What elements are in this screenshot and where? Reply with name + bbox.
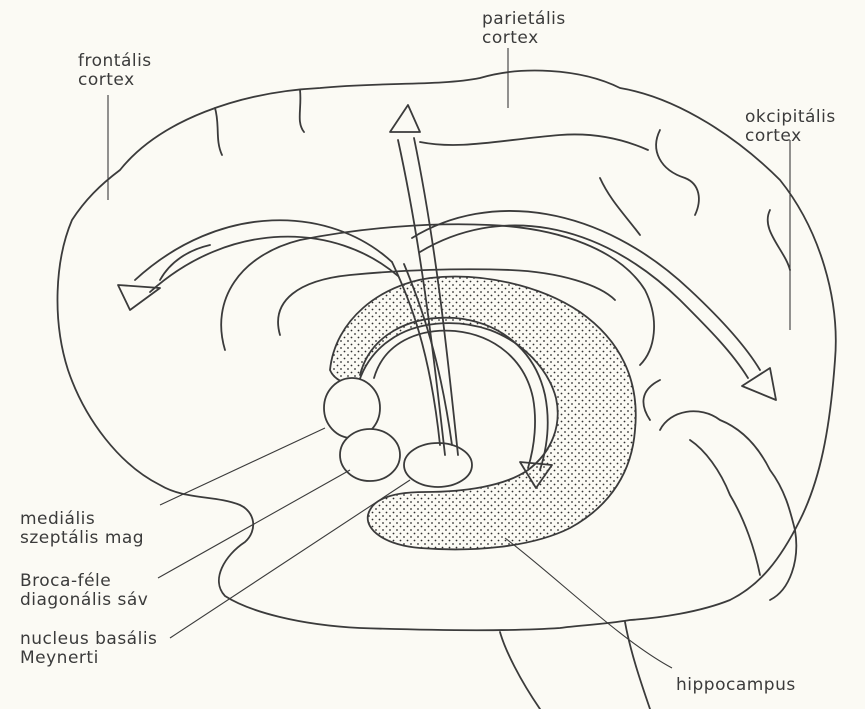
occipital-projection-arrow <box>411 210 761 371</box>
label-broca-line1: Broca-féle <box>20 571 112 591</box>
broca-diagonal-band <box>339 428 401 482</box>
label-occipital-cortex: okcipitális cortex <box>745 108 836 146</box>
leader-broca <box>157 469 351 579</box>
label-parietal-line2: cortex <box>482 28 539 48</box>
label-broca-line2: diagonális sáv <box>20 590 149 610</box>
sulcus-line <box>159 244 211 281</box>
brainstem-outline-right <box>624 621 651 709</box>
frontal-projection-arrow-inner <box>149 235 399 293</box>
label-occipital-line1: okcipitális <box>745 107 836 127</box>
label-hippocampus: hippocampus <box>676 675 796 695</box>
sulcus-line <box>298 89 305 133</box>
sulcus-line <box>599 177 641 236</box>
cerebellum-contour-inner <box>689 439 761 576</box>
label-frontal-line2: cortex <box>78 70 135 90</box>
label-medial-septal-line2: szeptális mag <box>20 528 145 548</box>
hippocampus-region <box>329 275 637 551</box>
occipital-line <box>642 379 661 421</box>
parietal-projection-arrow <box>397 139 446 456</box>
parietal-projection-arrow-inner <box>413 137 459 456</box>
label-broca: Broca-féle diagonális sáv <box>20 572 148 610</box>
label-medial-septal-line1: mediális <box>20 509 96 529</box>
hippocampal-arrowhead <box>519 461 553 489</box>
label-parietal-cortex: parietális cortex <box>482 10 566 48</box>
hippocampal-projection-arrow-inner <box>373 329 536 469</box>
label-occipital-line2: cortex <box>745 126 802 146</box>
cerebellum-contour <box>659 410 798 601</box>
sulcus-line <box>655 129 700 216</box>
sulcus-line <box>419 133 649 151</box>
sulcus-line <box>214 107 223 156</box>
label-nucleus-basalis: nucleus basális Meynerti <box>20 630 157 668</box>
label-basalis-line1: nucleus basális <box>20 629 158 649</box>
leader-medial-septal <box>159 427 326 506</box>
sulcus-line <box>766 209 791 271</box>
cingulate-contour <box>220 223 655 366</box>
corpus-callosum-contour <box>277 268 616 336</box>
parietal-arrowhead <box>389 104 421 133</box>
occipital-projection-arrow-inner <box>419 224 749 379</box>
label-basalis-line2: Meynerti <box>20 648 99 668</box>
brainstem-outline <box>499 631 541 709</box>
label-medial-septal: mediális szeptális mag <box>20 510 144 548</box>
frontal-projection-arrow <box>134 219 393 281</box>
occipital-arrowhead <box>741 367 777 401</box>
label-parietal-line1: parietális <box>482 9 566 29</box>
brain-outline <box>56 69 837 632</box>
hippocampal-projection-arrow <box>359 316 549 471</box>
label-frontal-cortex: frontális cortex <box>78 52 152 90</box>
septal-pathway-inner <box>403 263 453 446</box>
nucleus-basalis <box>403 442 473 488</box>
leader-basalis <box>169 479 411 639</box>
frontal-arrowhead <box>117 284 161 311</box>
label-frontal-line1: frontális <box>78 51 152 71</box>
septal-pathway <box>391 261 441 446</box>
leader-hippocampus <box>504 537 673 669</box>
